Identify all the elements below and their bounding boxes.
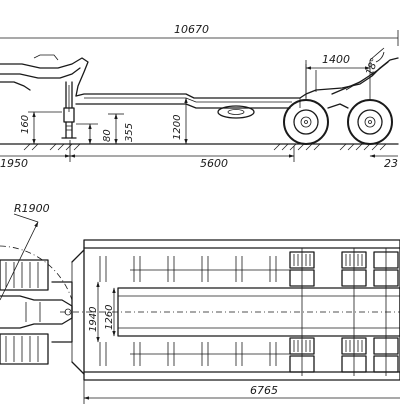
height-160-label: 160 (20, 115, 31, 134)
height-355-dimension: 355 (108, 113, 135, 145)
wheel-front-axle (283, 99, 329, 145)
axle-spacing-dimension: 1400 (305, 53, 371, 100)
angle-dimension: 18° (364, 47, 385, 77)
rear-dimension: 23 (369, 154, 398, 170)
overall-length-dimension: 10670 (0, 23, 399, 46)
deck-length-label: 5600 (200, 157, 228, 170)
turn-radius-dimension: R1900 (0, 202, 73, 301)
width-1940-label: 1940 (88, 307, 99, 332)
front-overhang-dimension: 1950 (0, 140, 71, 170)
suspension (327, 103, 349, 109)
deck-frame (75, 57, 399, 119)
plan-length-dimension: 6765 (83, 380, 400, 404)
height-160-dimension: 160 (20, 111, 62, 145)
axle-spacing-label: 1400 (322, 53, 350, 66)
turn-radius-label: R1900 (14, 202, 50, 215)
rear-dimension-label: 23 (384, 157, 398, 170)
gooseneck-frame (0, 54, 89, 139)
ground-line (0, 143, 399, 151)
rear-wheel-groups (289, 248, 399, 376)
deck-height-dimension: 1200 (172, 97, 188, 145)
width-1260-dimension: 1260 (104, 287, 116, 337)
width-1260-label: 1260 (104, 305, 115, 330)
height-80-label: 80 (102, 129, 113, 142)
front-overhang-label: 1950 (0, 157, 28, 170)
height-355-label: 355 (124, 123, 135, 142)
tractor-coupling (0, 259, 73, 365)
angle-label: 18° (364, 57, 380, 77)
overall-length-label: 10670 (174, 23, 209, 36)
deck-slats (99, 256, 290, 366)
width-1940-dimension: 1940 (88, 281, 100, 343)
deck-height-label: 1200 (172, 115, 183, 140)
plan-view: R1900 (0, 202, 400, 404)
plan-length-label: 6765 (250, 384, 278, 397)
wheel-rear-axle (347, 99, 393, 145)
side-view: 10670 (0, 23, 399, 170)
deck-length-dimension: 5600 (69, 146, 295, 170)
height-80-dimension: 80 (76, 123, 113, 145)
